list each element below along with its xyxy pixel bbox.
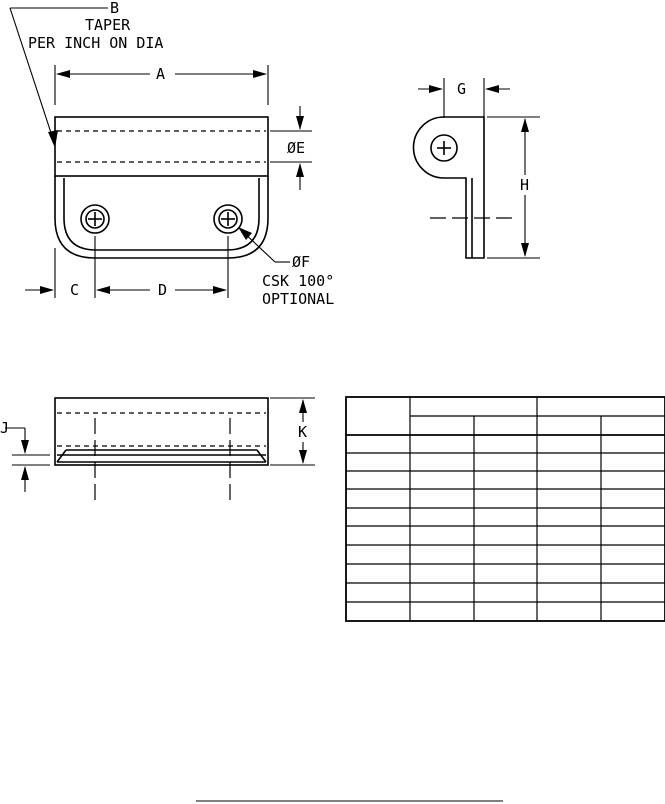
label-b: B (110, 0, 119, 17)
label-optional: OPTIONAL (262, 290, 334, 308)
label-g: G (457, 80, 466, 98)
bottom-view: J K (0, 397, 315, 500)
label-h: H (520, 176, 529, 194)
front-view: B TAPER PER INCH ON DIA A ØF CSK 1 (9, 0, 334, 308)
label-taper: TAPER (85, 16, 131, 34)
label-e: ØE (287, 139, 305, 157)
side-view: G H (412, 78, 540, 259)
label-per-inch: PER INCH ON DIA (28, 34, 163, 52)
label-j: J (0, 419, 9, 437)
label-csk: CSK 100° (262, 272, 334, 290)
dimension-table (345, 396, 665, 622)
label-f: ØF (292, 253, 310, 271)
label-c: C (70, 281, 79, 299)
label-d: D (158, 281, 167, 299)
label-a: A (156, 65, 165, 83)
label-k: K (298, 423, 307, 441)
